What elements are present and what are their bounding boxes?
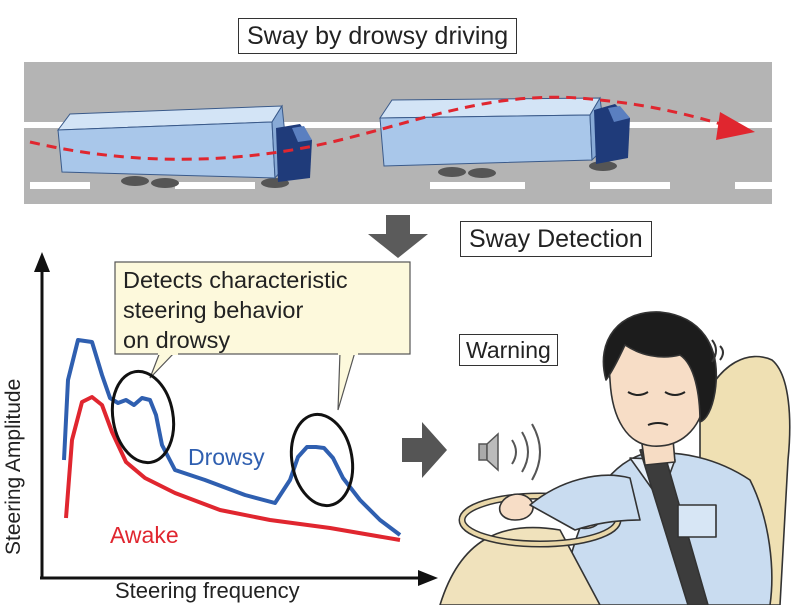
sway-title: Sway by drowsy driving [238,18,518,54]
callout-line-3: on drowsy [123,327,231,353]
sway-arrowhead [716,112,755,140]
chart-axes [34,252,438,586]
highlight-ellipse-2 [289,412,355,508]
arrow-down-icon [368,215,428,258]
drowsy-driver-illustration [439,311,791,605]
arrow-right-icon [402,422,447,478]
x-axis-label: Steering frequency [115,578,300,603]
sway-detection-label: Sway Detection [460,221,652,257]
drowsy-line [62,338,402,537]
series-label-awake: Awake [110,522,179,548]
callout-line-2: steering behavior [123,297,304,323]
series-label-drowsy: Drowsy [188,444,265,470]
speaker-icon [478,423,541,481]
sway-path [29,95,736,161]
callout-shape [114,261,411,411]
warning-label: Warning [459,334,558,366]
lane-dashes [30,182,772,189]
highlight-ellipse-1 [110,369,176,465]
truck-2 [379,96,630,178]
truck-1 [56,104,312,188]
y-axis-label: Steering Amplitude [2,378,25,555]
callout-line-1: Detects characteristic [123,267,348,293]
awake-line [64,395,401,542]
road-scene [24,62,772,204]
callout-text: Detects characteristic steering behavior… [115,262,410,357]
